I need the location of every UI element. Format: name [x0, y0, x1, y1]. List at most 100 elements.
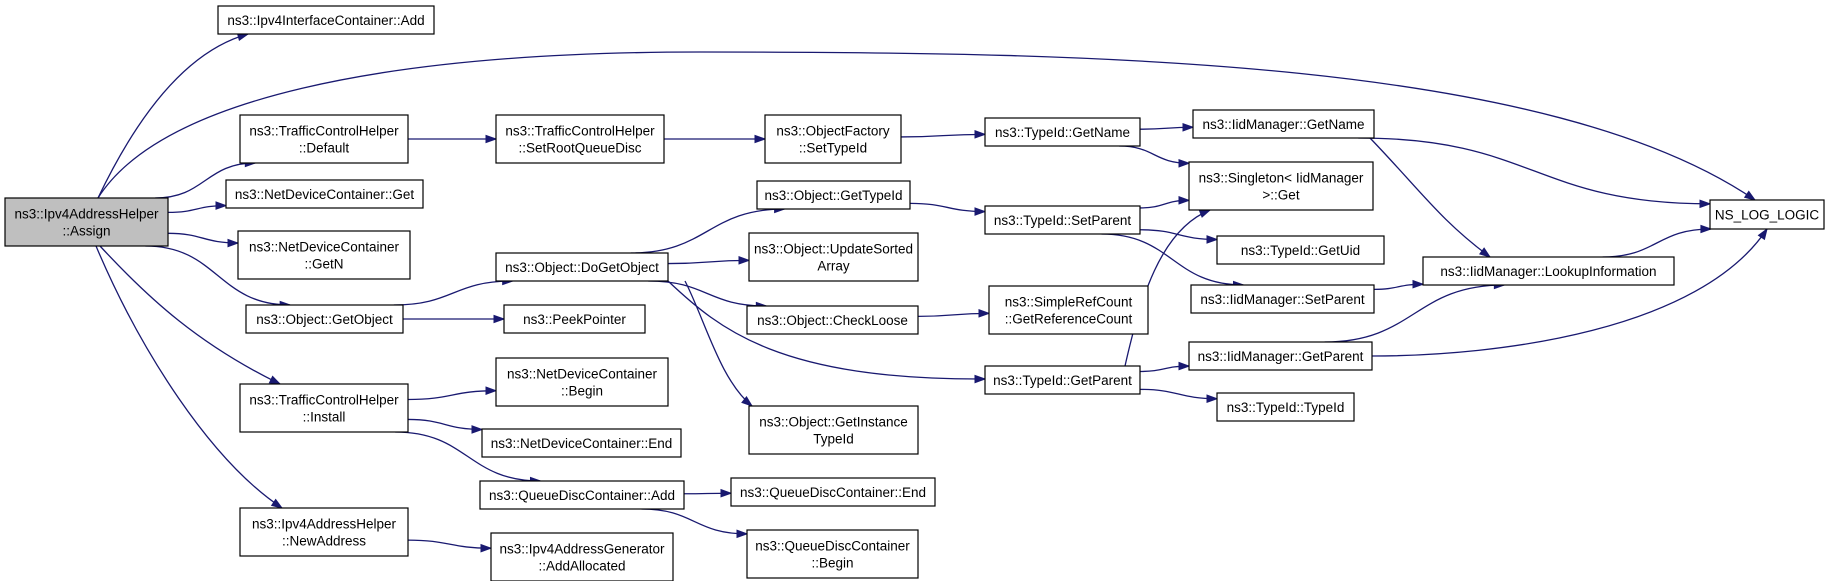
node-iidm-getname[interactable]: ns3::IidManager::GetName — [1192, 109, 1375, 139]
edge-tch-install-to-ndc-begin — [407, 386, 498, 401]
node-box — [748, 405, 919, 455]
node-label: NS_LOG_LOGIC — [1715, 207, 1820, 222]
edge-typeid-setparent-to-singleton-get — [1139, 196, 1191, 209]
arrowhead-icon — [485, 386, 498, 395]
node-qdc-end[interactable]: ns3::QueueDiscContainer::End — [730, 477, 936, 507]
node-label: ::Assign — [62, 223, 110, 238]
edge-line — [641, 508, 748, 535]
node-ipv4-assign[interactable]: ns3::Ipv4AddressHelper::Assign — [4, 197, 169, 247]
node-label: ns3::Object::UpdateSorted — [754, 241, 913, 256]
node-ns-log-logic[interactable]: NS_LOG_LOGIC — [1709, 199, 1825, 230]
node-obj-checkloose[interactable]: ns3::Object::CheckLoose — [746, 305, 919, 335]
node-obj-getobject[interactable]: ns3::Object::GetObject — [245, 304, 404, 334]
node-iidm-getparent[interactable]: ns3::IidManager::GetParent — [1188, 341, 1373, 371]
edge-ipv4-assign-to-ndc-getn — [167, 232, 240, 248]
node-label: ::NewAddress — [282, 533, 366, 548]
call-nodes: ns3::Ipv4AddressHelper::Assign ns3::Ipv4I… — [4, 5, 1825, 581]
node-label: ::GetN — [304, 256, 343, 271]
node-box — [495, 357, 669, 407]
edge-obj-dogetobject-to-obj-getinstance — [684, 280, 754, 407]
edge-line — [99, 245, 281, 385]
node-ndc-end[interactable]: ns3::NetDeviceContainer::End — [481, 428, 682, 458]
node-typeid-getparent[interactable]: ns3::TypeId::GetParent — [984, 365, 1141, 395]
node-of-settypeid[interactable]: ns3::ObjectFactory::SetTypeId — [764, 114, 902, 164]
node-tch-setroot[interactable]: ns3::TrafficControlHelper::SetRootQueueD… — [495, 114, 665, 164]
node-iidm-lookup[interactable]: ns3::IidManager::LookupInformation — [1422, 256, 1675, 286]
node-box — [984, 205, 1141, 235]
node-box — [503, 304, 646, 334]
edge-obj-dogetobject-to-obj-checkloose — [648, 280, 768, 311]
node-label: ns3::QueueDiscContainer — [755, 538, 910, 553]
node-label: ns3::Ipv4AddressGenerator — [499, 541, 665, 556]
node-box — [1192, 109, 1375, 139]
node-typeid-getuid[interactable]: ns3::TypeId::GetUid — [1216, 235, 1385, 265]
node-obj-gettypeid[interactable]: ns3::Object::GetTypeId — [756, 180, 911, 210]
arrowhead-icon — [471, 425, 484, 434]
node-ndc-getn[interactable]: ns3::NetDeviceContainer::GetN — [237, 230, 411, 280]
node-box — [746, 529, 919, 579]
arrowhead-icon — [1178, 158, 1191, 168]
node-box — [764, 114, 902, 164]
node-box — [239, 114, 409, 164]
edge-tch-setroot-to-of-settypeid — [664, 134, 767, 144]
node-label: ::AddAllocated — [538, 558, 625, 573]
node-peekpointer[interactable]: ns3::PeekPointer — [503, 304, 646, 334]
arrowhead-icon — [493, 314, 506, 324]
arrowhead-icon — [1198, 209, 1212, 218]
edge-obj-getobject-to-obj-dogetobject — [393, 276, 515, 306]
edge-iidm-getname-to-ns-log-logic — [1358, 137, 1712, 209]
node-label: ns3::SimpleRefCount — [1005, 294, 1133, 309]
edge-line — [97, 33, 249, 199]
node-tch-install[interactable]: ns3::TrafficControlHelper::Install — [239, 383, 409, 433]
edge-of-settypeid-to-typeid-getname — [900, 130, 987, 139]
node-label: ns3::TypeId::SetParent — [994, 213, 1132, 228]
node-label: ns3::TrafficControlHelper — [505, 123, 655, 138]
node-box — [746, 305, 919, 335]
node-box — [495, 114, 665, 164]
node-qdc-add[interactable]: ns3::QueueDiscContainer::Add — [479, 480, 685, 510]
node-singleton-get[interactable]: ns3::Singleton< IidManager>::Get — [1188, 161, 1374, 211]
node-label: ns3::Object::GetObject — [256, 312, 393, 327]
node-typeid-setparent[interactable]: ns3::TypeId::SetParent — [984, 205, 1141, 235]
node-ndc-begin[interactable]: ns3::NetDeviceContainer::Begin — [495, 357, 669, 407]
node-ndc-get[interactable]: ns3::NetDeviceContainer::Get — [225, 179, 424, 209]
node-box — [481, 428, 682, 458]
edge-obj-dogetobject-to-typeid-getparent — [667, 280, 987, 384]
arrowhead-icon — [1699, 199, 1712, 209]
edge-iidm-setparent-to-iidm-lookup — [1373, 279, 1425, 291]
node-box — [237, 230, 411, 280]
node-box — [225, 179, 424, 209]
node-iidm-setparent[interactable]: ns3::IidManager::SetParent — [1190, 284, 1375, 314]
node-ipv4ic-add[interactable]: ns3::Ipv4InterfaceContainer::Add — [217, 5, 435, 35]
arrowhead-icon — [1178, 361, 1191, 371]
edge-line — [407, 418, 483, 431]
node-ipv4gen-addalloc[interactable]: ns3::Ipv4AddressGenerator::AddAllocated — [490, 532, 674, 581]
node-obj-dogetobject[interactable]: ns3::Object::DoGetObject — [495, 252, 669, 282]
edge-ipv4-assign-to-ipv4-newaddress — [95, 245, 284, 509]
node-box — [1188, 161, 1374, 211]
edge-line — [1369, 137, 1491, 258]
node-typeid-typeid[interactable]: ns3::TypeId::TypeId — [1216, 392, 1355, 422]
arrowhead-icon — [227, 238, 240, 248]
node-box — [245, 304, 404, 334]
edge-line — [648, 280, 767, 307]
node-typeid-getname[interactable]: ns3::TypeId::GetName — [984, 117, 1141, 147]
edge-line — [1139, 229, 1218, 241]
edge-line — [407, 390, 497, 401]
edge-ipv4-assign-to-ns-log-logic — [97, 51, 1757, 201]
node-label: >::Get — [1262, 187, 1299, 202]
node-tch-default[interactable]: ns3::TrafficControlHelper::Default — [239, 114, 409, 164]
node-qdc-begin[interactable]: ns3::QueueDiscContainer::Begin — [746, 529, 919, 579]
node-box — [1709, 199, 1825, 230]
node-src-getrefcount[interactable]: ns3::SimpleRefCount::GetReferenceCount — [988, 285, 1149, 335]
node-label: ns3::Ipv4AddressHelper — [14, 206, 159, 221]
node-box — [1188, 341, 1373, 371]
arrowhead-icon — [974, 130, 987, 139]
node-label: ::Install — [303, 409, 346, 424]
node-box — [490, 532, 674, 581]
edge-line — [909, 202, 986, 213]
node-ipv4-newaddress[interactable]: ns3::Ipv4AddressHelper::NewAddress — [239, 507, 409, 557]
arrowhead-icon — [1478, 247, 1492, 258]
